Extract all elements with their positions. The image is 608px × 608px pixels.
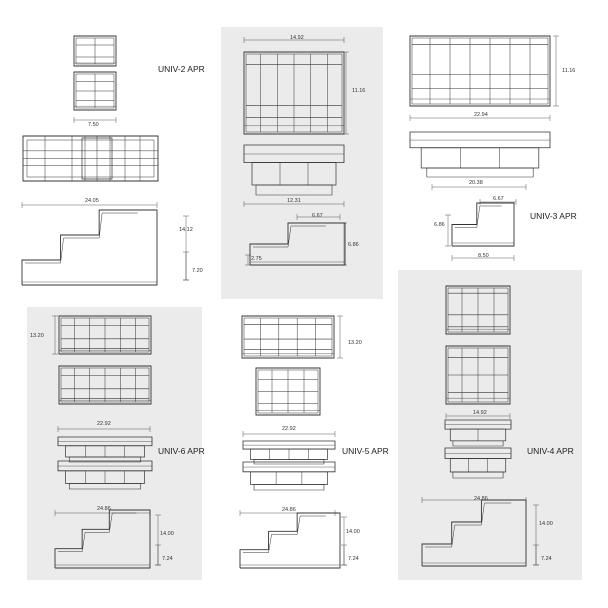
line-99 (421, 148, 539, 168)
dim-univ5-low: 7.24 (348, 556, 359, 562)
line-0 (74, 36, 116, 66)
dim-center-width: 14.92 (290, 35, 304, 41)
line-118 (59, 316, 151, 354)
line-44 (244, 52, 344, 134)
line-209 (254, 484, 324, 490)
line-67 (250, 223, 345, 265)
dim-univ5-depth: 13.20 (348, 340, 362, 346)
dim-univ3-front: 20.38 (469, 180, 483, 186)
line-60 (252, 163, 336, 186)
title-univ2: UNIV-2 APR (158, 64, 205, 74)
line-107 (455, 206, 502, 228)
dim-univ2-length: 24.05 (85, 198, 99, 204)
line-159 (69, 483, 140, 489)
dim-univ6-length: 24.86 (97, 506, 111, 512)
dim-univ5-front: 22.92 (282, 426, 296, 432)
line-231 (446, 346, 510, 404)
panel-center (221, 27, 383, 299)
dim-univ5-length: 24.86 (282, 507, 296, 513)
dim-univ3-base: 8.50 (478, 253, 489, 259)
dim-center-depth: 11.16 (352, 88, 366, 94)
dim-univ2-width: 7.50 (88, 122, 99, 128)
dim-univ3-length: 22.94 (474, 112, 488, 118)
dim-center-step: 2.75 (251, 256, 262, 262)
line-173 (244, 318, 332, 356)
line-253 (453, 472, 503, 478)
dim-center-top: 6.67 (312, 213, 323, 219)
line-222 (446, 286, 510, 334)
dim-center-front: 12.31 (287, 198, 301, 204)
dim-univ5-height: 14.00 (346, 529, 360, 535)
line-152 (69, 457, 140, 462)
line-211 (243, 516, 326, 553)
line-6 (74, 72, 116, 110)
line-106 (452, 203, 514, 246)
line-206 (250, 472, 327, 485)
line-79 (410, 36, 550, 106)
dim-univ2-low: 7.20 (192, 268, 203, 274)
panel-univ4 (398, 270, 582, 580)
dim-univ6-low: 7.24 (162, 556, 173, 562)
dim-univ4-low: 7.24 (541, 556, 552, 562)
line-172 (242, 316, 334, 358)
dim-univ4-front: 14.92 (473, 410, 487, 416)
dim-univ3-height: 6.86 (434, 222, 445, 228)
title-univ3: UNIV-3 APR (530, 211, 577, 221)
line-161 (58, 513, 136, 552)
panel-univ6 (27, 307, 202, 580)
dim-univ4-length: 24.86 (474, 496, 488, 502)
line-29 (22, 210, 157, 285)
line-132 (59, 366, 151, 404)
line-28 (82, 138, 112, 179)
line-58 (244, 145, 344, 163)
dim-univ6-depth: 13.20 (30, 333, 44, 339)
dim-univ6-front: 22.92 (97, 421, 111, 427)
line-102 (427, 168, 533, 177)
line-185 (256, 368, 320, 415)
line-30 (25, 213, 138, 263)
line-68 (253, 226, 326, 247)
line-80 (412, 38, 548, 104)
line-160 (55, 510, 150, 568)
line-210 (240, 513, 340, 568)
title-univ5: UNIV-5 APR (342, 446, 389, 456)
title-univ4: UNIV-4 APR (527, 446, 574, 456)
line-63 (256, 185, 332, 195)
line-250 (450, 459, 505, 473)
dim-center-height: 6.86 (348, 242, 359, 248)
dim-univ4-height: 14.00 (539, 521, 553, 527)
line-247 (453, 441, 503, 446)
dim-univ6-height: 14.00 (160, 531, 174, 537)
line-255 (425, 503, 511, 547)
dim-univ3-top: 6.67 (493, 196, 504, 202)
line-97 (410, 132, 550, 148)
dim-univ3-depth: 11.16 (562, 68, 576, 74)
line-254 (422, 500, 526, 566)
title-univ6: UNIV-6 APR (158, 446, 205, 456)
dim-univ2-height: 14.12 (179, 227, 193, 233)
